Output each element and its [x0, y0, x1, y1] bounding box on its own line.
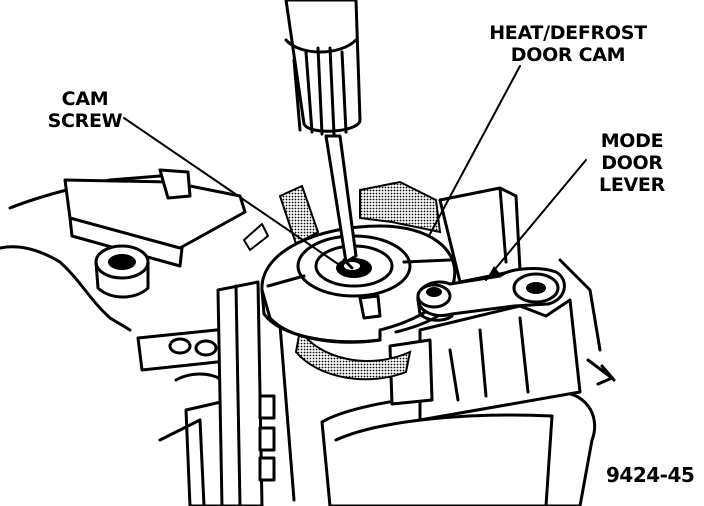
leader-heat-defrost [429, 65, 521, 235]
center-frame [216, 280, 296, 506]
cam-screw-line1: CAM [61, 88, 109, 110]
mode-door-lever [416, 267, 566, 322]
mode-line3: LEVER [599, 174, 665, 196]
housing-right [320, 186, 616, 506]
figure-number: 9424-45 [606, 463, 695, 487]
cam-housing-shadow [278, 180, 442, 381]
heat-defrost-door-cam-label: HEAT/DEFROST DOOR CAM [478, 22, 658, 66]
heat-defrost-line1: HEAT/DEFROST [489, 22, 647, 44]
leader-mode-lever [485, 159, 587, 281]
heat-defrost-line2: DOOR CAM [510, 44, 626, 66]
mode-line2: DOOR [601, 152, 663, 174]
mode-line1: MODE [600, 130, 664, 152]
heat-defrost-door-cam [260, 224, 457, 344]
mode-door-lever-label: MODE DOOR LEVER [582, 130, 682, 196]
leader-lines [123, 65, 587, 281]
screwdriver [284, 0, 362, 270]
leader-cam-screw [123, 117, 339, 265]
housing-left [0, 168, 247, 332]
cam-screw-line2: SCREW [47, 110, 123, 132]
cam-screw-label: CAM SCREW [30, 88, 140, 132]
